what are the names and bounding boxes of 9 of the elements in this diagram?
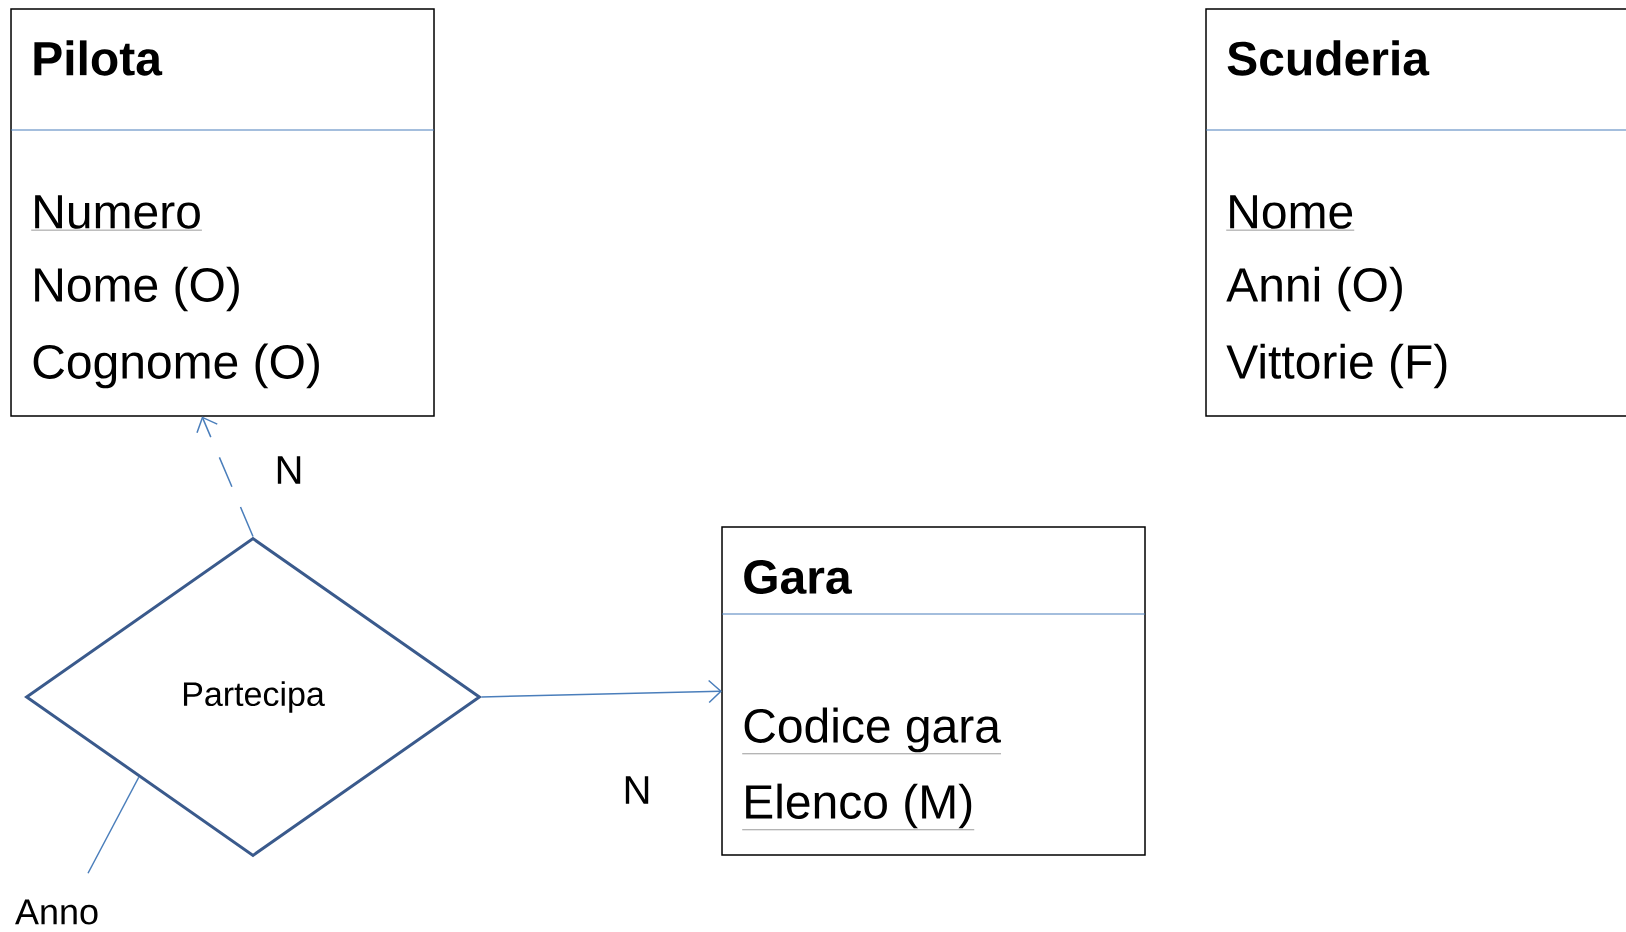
connector	[480, 679, 722, 704]
attribute-label: Anno	[15, 899, 98, 925]
entity-box: Gara Codice gara Elenco (M)	[721, 526, 1146, 856]
entity-box: Scuderia Nome Anni (O) Vittorie (F)	[1205, 8, 1626, 417]
entity-box: Pilota Numero Nome (O) Cognome (O)	[10, 8, 435, 417]
connector	[196, 416, 254, 538]
connector	[87, 776, 140, 874]
edge-label: N	[272, 454, 306, 486]
edge-label: N	[620, 774, 654, 806]
